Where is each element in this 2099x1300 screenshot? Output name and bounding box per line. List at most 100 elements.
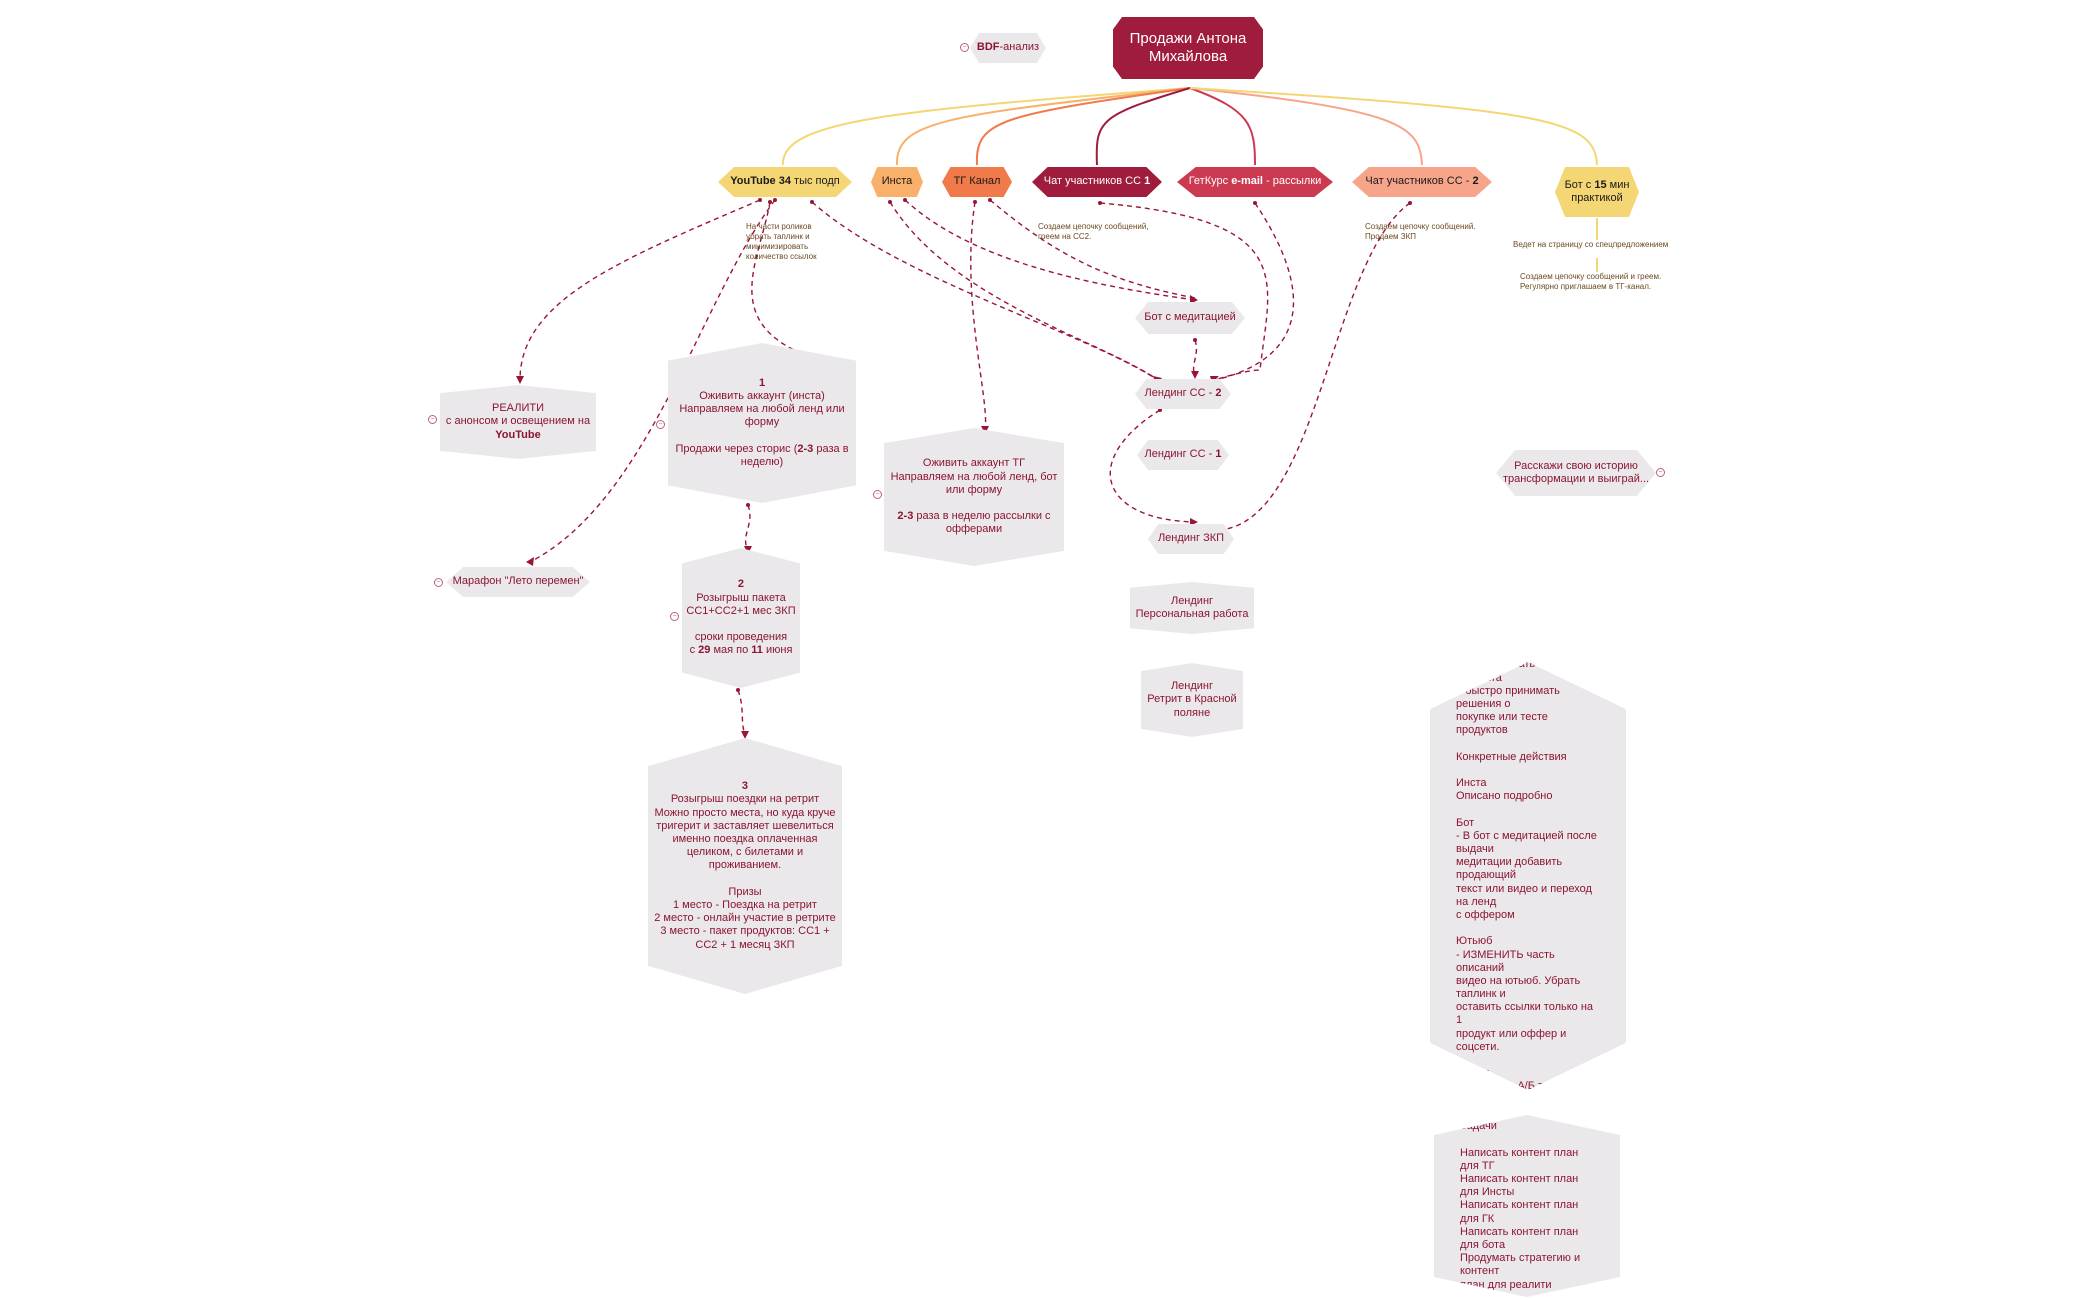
branch-line-tg	[975, 87, 1191, 166]
node-landing-personal[interactable]: Лендинг Персональная работа	[1130, 582, 1254, 634]
branch-line-chat2	[1189, 87, 1423, 166]
step3-text: Розыгрыш поездки на ретрит Можно просто …	[654, 793, 836, 872]
collapse-toggle-step2[interactable]: −	[670, 612, 679, 621]
branch-line-youtube	[781, 87, 1191, 166]
branch-chat1[interactable]: Чат участников СС 1	[1032, 167, 1162, 197]
step3-prizes: Призы	[728, 885, 762, 898]
collapse-toggle-marathon[interactable]: −	[434, 578, 443, 587]
central-topic[interactable]: Продажи Антона Михайлова	[1113, 17, 1263, 79]
rel-botmed-land2	[1192, 339, 1198, 376]
step1-text2c: раза в неделю)	[740, 442, 849, 468]
step2-l4d: 11	[751, 644, 763, 657]
step1-text: Оживить аккаунт (инста) Направляем на лю…	[679, 390, 845, 429]
youtube-bold: YouTube 34	[730, 175, 791, 188]
getcourse-rest: - рассылки	[1262, 175, 1322, 188]
node-tasks-list[interactable]: Задачи Написать контент план для ТГ Напи…	[1434, 1115, 1620, 1297]
collapse-toggle-tg-revive[interactable]: −	[873, 490, 882, 499]
tgrevive-rest: раза в неделю рассылки с офферами	[916, 510, 1051, 536]
rel-land2-zkp	[1109, 409, 1196, 523]
node-landing-cc1[interactable]: Лендинг СС - 1	[1137, 440, 1229, 470]
tgrevive-bold: 2-3	[897, 510, 914, 523]
note-chat2: Создаем цепочку сообщений. Продаем ЗКП	[1365, 222, 1476, 241]
bot15-label: Бот с	[1564, 178, 1595, 191]
note-youtube: На части роликов убрать таплинк и миними…	[746, 222, 817, 261]
node-landing-zkp[interactable]: Лендинг ЗКП	[1148, 524, 1234, 554]
rel-insta-land2	[889, 201, 1159, 381]
step3-num: 3	[741, 780, 749, 793]
chat1-bold: 1	[1144, 175, 1151, 188]
branch-tg[interactable]: ТГ Канал	[942, 167, 1012, 197]
node-landing-cc2[interactable]: Лендинг СС - 2	[1135, 379, 1231, 409]
step2-l4e: июня	[762, 644, 793, 657]
note-bot-2: Создаем цепочку сообщений и греем. Регул…	[1520, 272, 1662, 291]
branch-bot15[interactable]: Бот с 15 мин практикой	[1555, 167, 1639, 217]
step2-l4c: мая по	[710, 644, 752, 657]
collapse-toggle-step1[interactable]: −	[656, 420, 665, 429]
node-landing-retreat[interactable]: Лендинг Ретрит в Красной поляне	[1141, 663, 1243, 737]
story-label: Расскажи свою историю трансформации и вы…	[1502, 459, 1650, 485]
land1-bold: 1	[1215, 448, 1222, 461]
node-marathon[interactable]: Марафон "Лето перемен"	[446, 567, 590, 597]
bot15-rest: мин практикой	[1571, 178, 1630, 204]
branch-line-getcourse	[1189, 87, 1256, 166]
botmed-label: Бот с медитацией	[1144, 311, 1236, 324]
collapse-toggle-bdf[interactable]: −	[960, 43, 969, 52]
reality-line3: YouTube	[495, 428, 541, 441]
collapse-toggle-reality[interactable]: −	[428, 415, 437, 424]
branch-line-bot15	[1189, 87, 1598, 166]
step1-text2a: Продажи через сторис (	[675, 442, 798, 455]
rel-chat2-zkp	[1219, 202, 1411, 531]
landpers-label: Лендинг Персональная работа	[1135, 594, 1249, 620]
rel-youtube-reality	[519, 199, 761, 381]
rel-getcourse-land2	[1214, 202, 1295, 381]
arrowheads	[516, 295, 1224, 739]
rel-tg-tgrevive	[970, 201, 987, 431]
node-story-contest[interactable]: Расскажи свою историю трансформации и вы…	[1496, 450, 1656, 496]
branch-getcourse[interactable]: ГетКурс e-mail - рассылки	[1177, 167, 1333, 197]
node-bot-meditation[interactable]: Бот с медитацией	[1135, 302, 1245, 334]
youtube-rest: тыс подп	[790, 175, 840, 188]
step2-l4b: 29	[698, 644, 711, 657]
land1-label: Лендинг СС -	[1144, 448, 1216, 461]
getcourse-bold: e-mail	[1231, 175, 1263, 188]
tgrevive-text: Оживить аккаунт ТГ Направляем на любой л…	[890, 457, 1058, 496]
branch-chat2[interactable]: Чат участников СС - 2	[1352, 167, 1492, 197]
step2-num: 2	[737, 578, 745, 591]
step3-prize3: 3 место - пакет продуктов: СС1 + СС2 + 1…	[660, 925, 830, 951]
insta-label: Инста	[881, 175, 913, 188]
step2-line3: сроки проведения	[694, 631, 788, 644]
reality-line1: РЕАЛИТИ	[491, 402, 544, 415]
central-topic-label: Продажи Антона Михайлова	[1129, 30, 1247, 65]
rel-tg-botmed	[989, 199, 1196, 299]
step3-prize1: 1 место - Поездка на ретрит	[673, 898, 817, 911]
bdf-analysis-node[interactable]: BDF-анализ	[970, 33, 1046, 63]
branch-insta[interactable]: Инста	[871, 167, 923, 197]
collapse-toggle-story[interactable]: −	[1656, 468, 1665, 477]
bot15-bold: 15	[1594, 178, 1607, 191]
chat2-label: Чат участников СС -	[1365, 175, 1473, 188]
bdf-rest: -анализ	[999, 41, 1040, 54]
rel-youtube-step1	[751, 201, 806, 356]
tasks2-text: Задачи Написать контент план для ТГ Напи…	[1460, 1120, 1581, 1291]
reality-line2: с анонсом и освещением на	[445, 415, 591, 428]
land2-label: Лендинг СС -	[1144, 387, 1216, 400]
branch-youtube[interactable]: YouTube 34 тыс подп	[718, 167, 852, 197]
rel-youtube-land2	[811, 201, 1159, 381]
node-tg-revive[interactable]: Оживить аккаунт ТГ Направляем на любой л…	[884, 428, 1064, 566]
step1-num: 1	[758, 376, 766, 389]
getcourse-label: ГетКурс	[1188, 175, 1232, 188]
node-task[interactable]: Задача - упорядочить поток клиентов и да…	[1430, 662, 1626, 1090]
landretreat-label: Лендинг Ретрит в Красной поляне	[1147, 680, 1237, 719]
step2-text: Розыгрыш пакета СС1+СС2+1 мес ЗКП	[686, 591, 796, 617]
task-text: Задача - упорядочить поток клиентов и да…	[1456, 618, 1598, 1119]
branch-line-insta	[895, 87, 1191, 166]
rel-step1-step2	[744, 504, 751, 551]
rel-youtube-marathon	[529, 199, 776, 563]
step3-prize2: 2 место - онлайн участие в ретрите	[654, 912, 836, 925]
